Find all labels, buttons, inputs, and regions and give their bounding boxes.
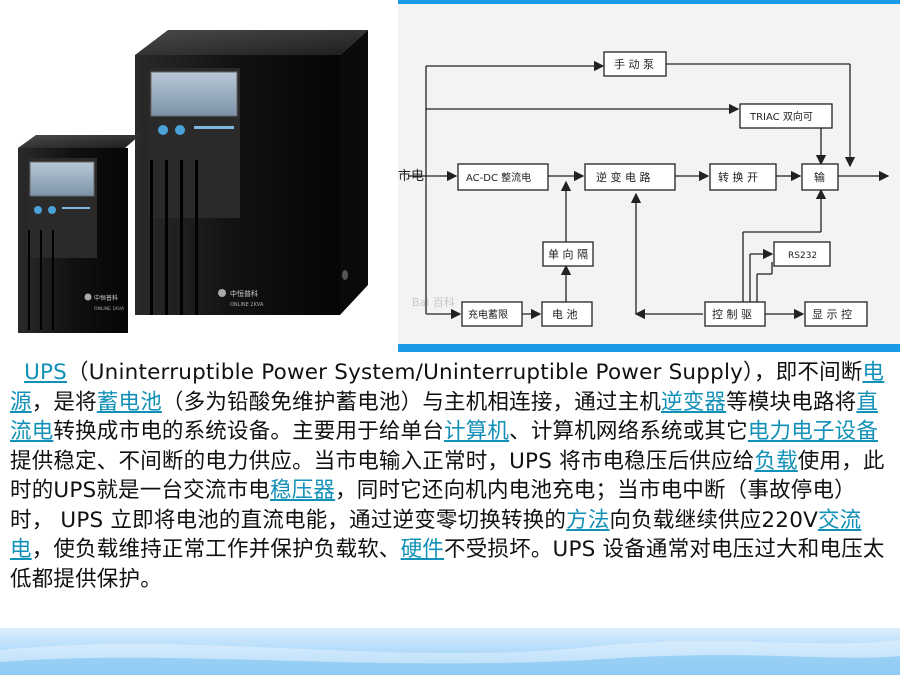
text-segment: 不受损坏。UPS 设备通常对电压过大和电压太低都提供保护。: [10, 537, 885, 592]
block-manual-pump: [603, 51, 667, 77]
ups-block-diagram-panel: 市电 手 动 泵 TRIAC 双向可 AC-DC 整流电 逆 变 电 路 转 换…: [398, 0, 900, 352]
manual-pump-label: 手 动 泵: [614, 57, 654, 71]
link-load[interactable]: 负载: [754, 448, 798, 474]
link-direct-current[interactable]: 直流电: [10, 389, 879, 445]
battery-label: 电 池: [552, 308, 578, 321]
link-alternating-current[interactable]: 交流电: [10, 507, 862, 563]
link-computer[interactable]: 计算机: [444, 419, 510, 444]
output-label: 输: [814, 170, 825, 184]
block-battery: [541, 301, 593, 327]
text-segment: 、计算机网络系统或其它: [509, 419, 748, 444]
inverter-label: 逆 变 电 路: [596, 170, 651, 184]
small-unit-brand: 中恒普科: [94, 294, 118, 302]
decorative-footer-band: [0, 628, 900, 675]
text-segment: （多为铅酸免维护蓄电池）与主机相连接，通过主机: [161, 389, 662, 415]
text-segment: ，是将: [31, 389, 97, 415]
triac-label: TRIAC 双向可: [749, 110, 813, 123]
small-unit-model: ONLINE 1KVA: [94, 306, 125, 312]
text-segment: 提供稳定、不间断的电力供应。当市电输入正常时，UPS 将市电稳压后供应给: [10, 448, 755, 474]
text-segment: 使用，此时的UPS就是一台交流市电: [10, 448, 885, 504]
large-unit-brand: 中恒普科: [230, 289, 258, 298]
single-iso-label: 单 向 隔: [548, 247, 588, 261]
top-band: 中恒普科 ONLINE 2KVA 中恒普科 O: [0, 0, 900, 352]
block-output: [801, 163, 839, 191]
link-ups[interactable]: UPS: [24, 360, 68, 385]
text-segment: 转换成市电的系统设备。主要用于给单台: [53, 419, 445, 444]
block-rs232: [773, 241, 831, 267]
link-method[interactable]: 方法: [566, 507, 610, 533]
ups-description-paragraph: UPS（Uninterruptible Power System/Uninter…: [10, 358, 890, 594]
diagram-canvas: 市电 手 动 泵 TRIAC 双向可 AC-DC 整流电 逆 变 电 路 转 换…: [398, 4, 900, 344]
block-charge-limit: [461, 301, 523, 327]
display-label: 显 示 控: [812, 307, 852, 321]
text-segment: 等模块电路将: [726, 389, 857, 415]
link-inverter[interactable]: 逆变器: [661, 389, 727, 415]
text-segment: （Uninterruptible Power System/Uninterrup…: [67, 360, 863, 385]
link-power-supply[interactable]: 电源: [10, 360, 885, 415]
switch-label: 转 换 开: [718, 170, 758, 184]
mains-label: 市电: [398, 168, 424, 184]
link-hardware[interactable]: 硬件: [400, 537, 445, 562]
large-ups-unit: 中恒普科 ONLINE 2KVA: [135, 30, 368, 315]
link-voltage-regulator[interactable]: 稳压器: [269, 478, 336, 503]
block-display-control: [804, 301, 868, 327]
acdc-label: AC-DC 整流电: [466, 171, 531, 184]
block-inverter-circuit: [584, 163, 676, 191]
text-segment: 向负载继续供应220V: [609, 507, 818, 533]
text-segment: ，使负载维持正常工作并保护负载软、: [31, 537, 401, 562]
block-triac: [739, 103, 833, 129]
ups-block-diagram: 市电 手 动 泵 TRIAC 双向可 AC-DC 整流电 逆 变 电 路 转 换…: [398, 51, 890, 327]
block-control-driver: [704, 301, 766, 327]
block-transfer-switch: [709, 163, 777, 191]
text-segment: ，同时它还向机内电池充电；当市电中断（事故停电）时， UPS 立即将电池的直流电…: [10, 478, 856, 533]
rs232-label: RS232: [788, 251, 817, 261]
large-unit-model: ONLINE 2KVA: [230, 302, 264, 308]
link-storage-battery[interactable]: 蓄电池: [96, 389, 162, 415]
block-single-isolation: [542, 241, 594, 267]
block-acdc-rectifier: [457, 163, 549, 191]
baike-watermark: Bai 百科: [412, 295, 455, 309]
small-ups-unit: 中恒普科 ONLINE 1KVA: [18, 135, 140, 333]
link-power-electronics[interactable]: 电力电子设备: [747, 419, 879, 444]
ups-units-illustration: 中恒普科 ONLINE 2KVA 中恒普科 O: [18, 30, 368, 333]
footer-wave-decoration: [0, 640, 900, 675]
ups-product-photo: 中恒普科 ONLINE 2KVA 中恒普科 O: [0, 0, 398, 352]
control-label: 控 制 驱: [712, 307, 752, 321]
charge-limit-label: 充电蓄限: [468, 308, 508, 321]
